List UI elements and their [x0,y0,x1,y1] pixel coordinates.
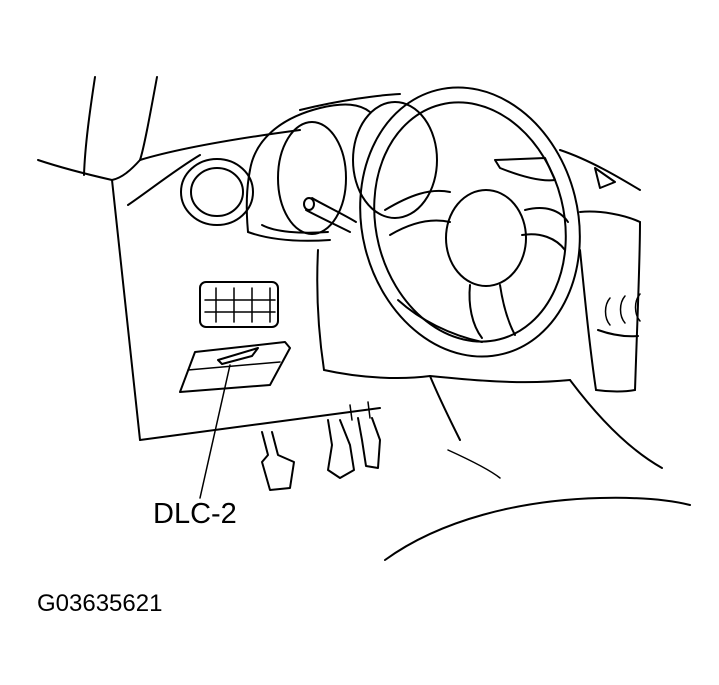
seat-outline [384,449,691,561]
dlc-callout-label: DLC-2 [153,498,237,530]
dlc-leader-line [199,364,231,499]
dlc-connector-panel [179,341,291,393]
pedals [261,401,381,491]
round-air-vent [180,158,254,226]
instrument-cluster [245,101,438,242]
a-pillar [37,76,158,441]
steering-wheel [359,86,581,358]
lower-dash-panel [139,249,663,469]
dashboard-top [127,93,641,206]
center-console [494,157,641,393]
switch-panel [199,281,279,328]
figure-id: G03635621 [37,590,163,617]
turn-signal-stalk [303,197,357,233]
